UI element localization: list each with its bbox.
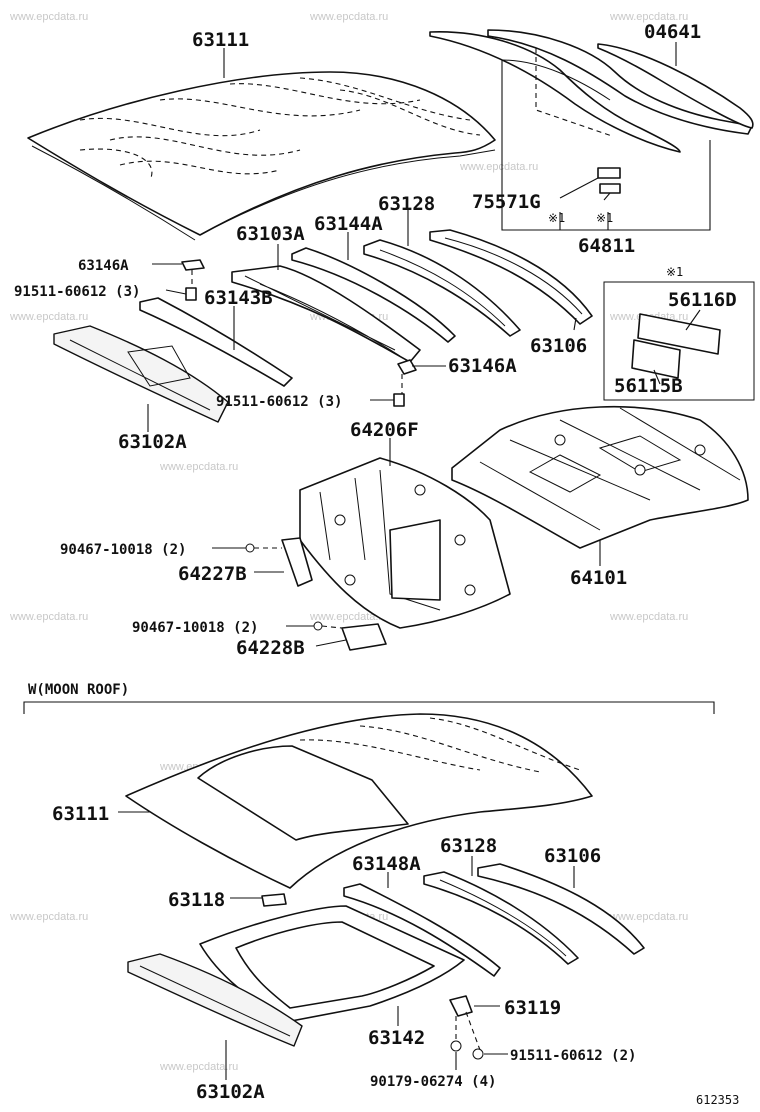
label-64228B: 64228B (236, 637, 305, 659)
label-63146A-left: 63146A (78, 258, 129, 274)
label-64206F: 64206F (350, 419, 419, 441)
clip-part (599, 183, 621, 194)
moon-roof-section-header: W(MOON ROOF) (23, 682, 715, 714)
label-63102A-bottom: 63102A (196, 1081, 265, 1103)
watermark: www.epcdata.ru (159, 1061, 238, 1073)
label-90467-top: 90467-10018 (2) (60, 542, 186, 558)
note-mark: ※1 (596, 211, 613, 225)
watermark: www.epcdata.ru (9, 911, 88, 923)
label-75571G: 75571G (472, 191, 541, 213)
moon-roof-panel (125, 713, 645, 1060)
floor-pan-group (451, 405, 749, 549)
watermark: www.epcdata.ru (159, 461, 238, 473)
watermark: www.epcdata.ru (309, 611, 388, 623)
label-63111-top: 63111 (192, 29, 249, 51)
roof-panel (27, 71, 496, 241)
label-63148A: 63148A (352, 853, 421, 875)
label-63106-bottom: 63106 (544, 845, 601, 867)
label-04641: 04641 (644, 21, 701, 43)
label-63119: 63119 (504, 997, 561, 1019)
watermark: www.epcdata.ru (9, 11, 88, 23)
label-64227B: 64227B (178, 563, 247, 585)
label-90179: 90179-06274 (4) (370, 1074, 496, 1090)
label-63111-bottom: 63111 (52, 803, 109, 825)
label-64101: 64101 (570, 567, 627, 589)
note-mark: ※1 (666, 265, 683, 279)
label-63118: 63118 (168, 889, 225, 911)
label-63143B: 63143B (204, 287, 273, 309)
clip-part (597, 167, 621, 179)
label-91511-left: 91511-60612 (3) (14, 284, 140, 300)
watermark: www.epcdata.ru (609, 611, 688, 623)
diagram-number: 612353 (696, 1093, 739, 1107)
watermark: www.epcdata.ru (9, 611, 88, 623)
note-box (603, 281, 755, 401)
label-63128-bottom: 63128 (440, 835, 497, 857)
label-63106-top: 63106 (530, 335, 587, 357)
label-56116D: 56116D (668, 289, 737, 311)
back-panel-group (245, 457, 511, 651)
leader-lines (118, 42, 677, 1080)
label-91511-mid: 91511-60612 (3) (216, 394, 342, 410)
note-mark: ※1 (548, 211, 565, 225)
roof-reinforcements (53, 229, 593, 423)
back-window-group (429, 29, 754, 231)
watermark: www.epcdata.ru (459, 161, 538, 173)
label-63128-top: 63128 (378, 193, 435, 215)
label-90467-bottom: 90467-10018 (2) (132, 620, 258, 636)
label-63146A-mid: 63146A (448, 355, 517, 377)
watermark: www.epcdata.ru (609, 11, 688, 23)
label-63142: 63142 (368, 1027, 425, 1049)
watermark: www.epcdata.ru (309, 11, 388, 23)
section-title: W(MOON ROOF) (28, 682, 129, 698)
part-labels: 63111 04641 75571G ※1 ※1 64811 63128 631… (14, 21, 739, 1107)
label-63144A: 63144A (314, 213, 383, 235)
watermark: www.epcdata.ru (9, 311, 88, 323)
watermark: www.epcdata.ru (609, 911, 688, 923)
note-box-group: ※1 (603, 265, 755, 401)
label-91511-2: 91511-60612 (2) (510, 1048, 636, 1064)
label-63103A: 63103A (236, 223, 305, 245)
label-64811: 64811 (578, 235, 635, 257)
label-63102A-top: 63102A (118, 431, 187, 453)
label-56115B: 56115B (614, 375, 683, 397)
